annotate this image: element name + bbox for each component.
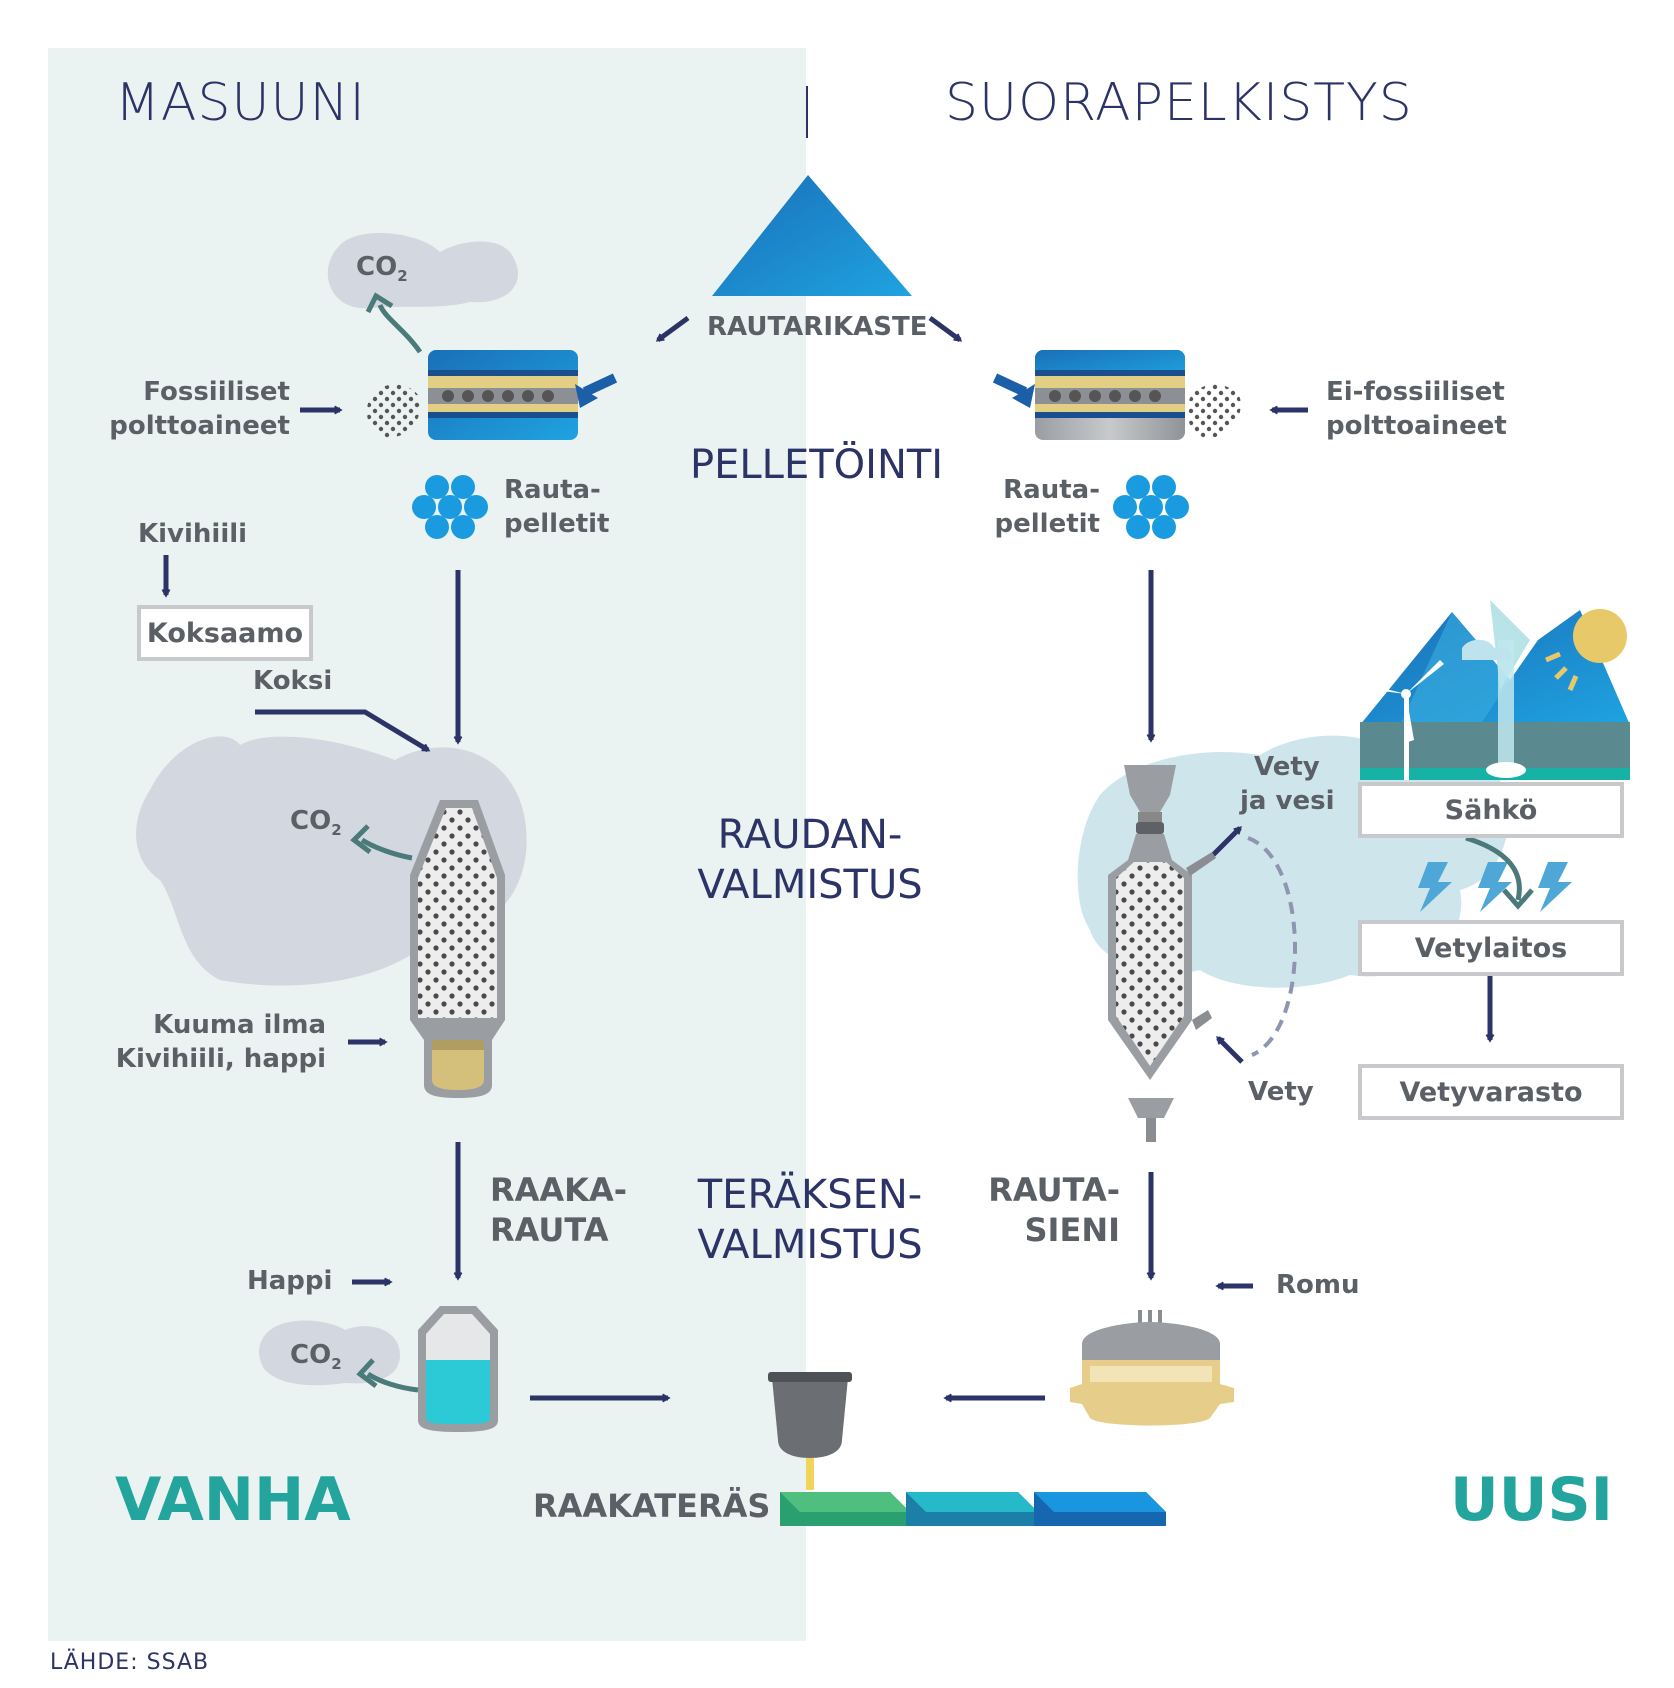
label-vety-vesi-line1: Vety — [1254, 752, 1320, 782]
header-divider — [806, 86, 808, 138]
sun-icon — [1545, 609, 1627, 691]
arrow-icon — [928, 315, 960, 343]
arc-furnace-icon — [1070, 1310, 1234, 1426]
blast-furnace-icon — [410, 800, 505, 1098]
label-rautasieni-line1: RAUTA- — [988, 1171, 1120, 1209]
label-rautapelletit-right-line1: Rauta- — [1003, 475, 1100, 505]
lightning-icon — [1418, 862, 1572, 912]
label-kivihiili: Kivihiili — [138, 519, 248, 549]
pelletizer-right-icon — [1035, 350, 1185, 440]
pellets-left-icon — [412, 475, 488, 539]
label-raakarauta-line1: RAAKA- — [490, 1171, 628, 1209]
converter-icon — [418, 1306, 498, 1432]
label-fossiiliset-line1: Fossiiliset — [143, 377, 290, 407]
co2-label-pelletizer: CO2 — [356, 252, 408, 286]
label-vety-vesi-line2: ja vesi — [1240, 786, 1335, 816]
label-eifossiiliset-line1: Ei-fossiiliset — [1326, 377, 1505, 407]
label-fossiiliset-line2: polttoaineet — [109, 411, 290, 441]
box-vetylaitos: Vetylaitos — [1358, 920, 1624, 976]
label-rautarikaste: RAUTARIKASTE — [707, 312, 928, 342]
box-vetyvarasto: Vetyvarasto — [1358, 1064, 1624, 1120]
shaft-furnace-icon — [1108, 765, 1216, 1142]
label-rautapelletit-left-line2: pelletit — [504, 509, 610, 539]
slab-icon — [780, 1492, 1166, 1526]
ladle-icon — [768, 1372, 852, 1490]
arrow-icon — [582, 373, 618, 397]
label-rautapelletit-left-line1: Rauta- — [504, 475, 601, 505]
label-romu: Romu — [1276, 1270, 1360, 1300]
co2-emission-arrow — [360, 837, 413, 861]
label-eifossiiliset-line2: polttoaineet — [1326, 411, 1507, 441]
era-new: UUSI — [1450, 1465, 1613, 1535]
label-raakateras: RAAKATERÄS — [533, 1487, 771, 1525]
co2-emission-arrow — [377, 303, 423, 354]
label-kuuma-line1: Kuuma ilma — [153, 1010, 326, 1040]
stage-pelletointi: PELLETÖINTI — [690, 442, 944, 488]
dust-cloud-icon — [1186, 384, 1241, 439]
label-rautasieni-line2: SIENI — [1024, 1211, 1121, 1249]
stage-raudan-line1: RAUDAN- — [717, 812, 903, 858]
label-raakarauta-line2: RAUTA — [490, 1211, 609, 1249]
box-koksaamo: Koksaamo — [137, 605, 313, 661]
wind-turbine-icon — [1358, 660, 1444, 780]
stage-teraksen-line1: TERÄKSEN- — [697, 1172, 923, 1218]
arrow-icon — [992, 373, 1028, 397]
arrow-icon — [1208, 828, 1240, 860]
hydrogen-loop — [1247, 836, 1297, 1057]
stage-teraksen-line2: VALMISTUS — [697, 1222, 923, 1268]
label-vety: Vety — [1248, 1077, 1314, 1107]
label-rautapelletit-right-line2: pelletit — [994, 509, 1100, 539]
co2-label-blast-furnace: CO2 — [290, 806, 342, 840]
label-happi: Happi — [247, 1266, 333, 1296]
box-sahko: Sähkö — [1358, 782, 1624, 838]
label-koksi: Koksi — [253, 666, 333, 696]
source-label: LÄHDE: SSAB — [50, 1650, 210, 1675]
arrow-icon — [1218, 1038, 1244, 1064]
pellets-right-icon — [1113, 475, 1189, 539]
dust-cloud-icon — [366, 384, 421, 439]
co2-cloud-icon — [327, 233, 518, 309]
ore-concentrate-icon — [712, 175, 912, 296]
header-suorapelkistys: SUORAPELKISTYS — [945, 73, 1413, 133]
pelletizer-left-icon — [428, 350, 578, 440]
co2-emission-arrow — [366, 1371, 419, 1393]
label-kuuma-line2: Kivihiili, happi — [115, 1044, 326, 1074]
electricity-arrow — [1465, 835, 1522, 901]
cloud-icon — [1462, 639, 1512, 660]
header-masuuni: MASUUNI — [115, 73, 366, 133]
arrow-icon — [658, 315, 690, 343]
co2-label-converter: CO2 — [290, 1340, 342, 1374]
era-old: VANHA — [115, 1465, 351, 1535]
stage-raudan-line2: VALMISTUS — [697, 862, 923, 908]
arrow-icon — [255, 709, 428, 753]
